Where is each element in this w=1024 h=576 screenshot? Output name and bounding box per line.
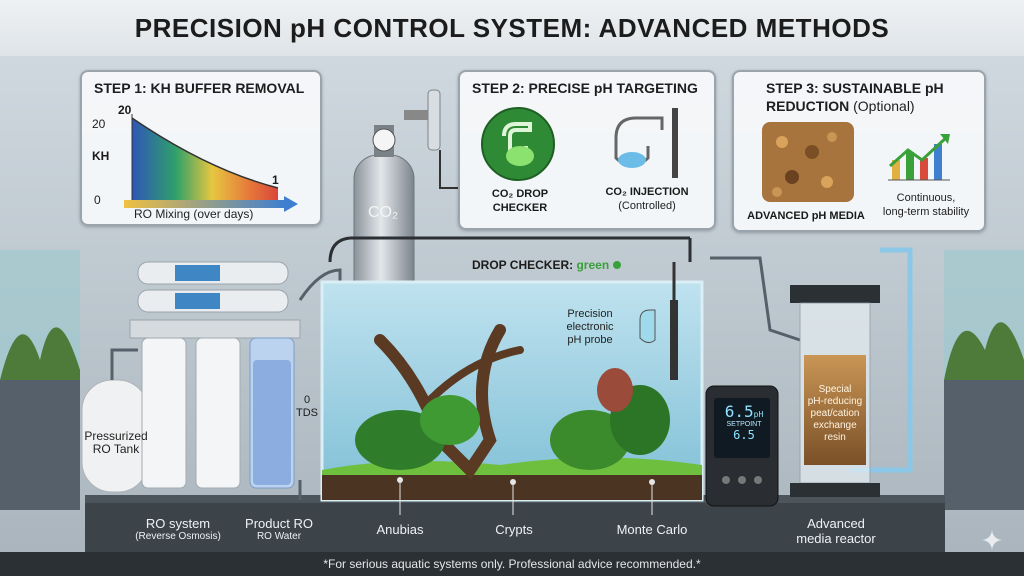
stability-label-1: Continuous, [896,192,956,204]
pressurized-tank-label-line2: RO Tank [92,442,140,456]
step2-panel: STEP 2: PRECISE pH TARGETING CO₂ DROP CH… [458,70,716,230]
pressurized-tank-label: Pressurized RO Tank [66,430,166,456]
ro-system-label: RO system (Reverse Osmosis) [118,516,238,542]
controller-setpoint-label: SETPOINT [726,421,762,428]
pressurized-tank-label-line1: Pressurized [84,429,148,443]
kh-x-label: RO Mixing (over days) [134,207,254,221]
ro-system-label-line1: RO system [145,516,211,531]
ph-media-icon [762,122,854,202]
cabinet [85,500,945,552]
ph-controller [705,385,779,507]
title-bar: PRECISION pH CONTROL SYSTEM: ADVANCED ME… [0,0,1024,56]
co2-injection-icon [614,108,678,178]
controller-reading: 6.5 [724,402,754,421]
drop-checker-label-2: CHECKER [492,202,548,214]
kh-axis-bottom: 0 [94,193,101,207]
co2-injection-label: CO₂ INJECTION [605,186,689,198]
step3-panel: STEP 3: SUSTAINABLE pH REDUCTION (Option… [732,70,986,232]
step3-title-reduction: REDUCTION [766,98,850,114]
controller-unit: pH [753,410,764,419]
reactor-label: Advanced media reactor [786,516,886,546]
reactor-label-line2: media reactor [796,531,876,546]
sparkle-icon [982,530,1002,550]
product-ro-label-line2: RO Water [256,531,302,542]
drop-checker-status-value: green [576,258,610,272]
tds-value: 0 [303,394,311,406]
stability-label-2: long-term stability [882,206,970,218]
page-title: PRECISION pH CONTROL SYSTEM: ADVANCED ME… [134,12,890,43]
monte-carlo-label: Monte Carlo [616,522,688,537]
tds-label: 0 TDS [296,394,318,420]
step1-title: STEP 1: KH BUFFER REMOVAL [94,80,305,96]
kh-decay-area [132,118,278,200]
drop-checker-icon [481,107,555,181]
reactor-label-line1: Advanced [807,516,865,531]
resin-label: Special pH-reducing peat/cation exchange… [806,384,864,444]
probe-label-line3: pH probe [567,334,613,346]
step3-title-line1: STEP 3: SUSTAINABLE pH [766,80,944,96]
kh-axis-top: 20 [92,117,106,131]
step3-title-optional: (Optional) [853,98,915,114]
anubias-label: Anubias [376,522,424,537]
kh-start-value: 20 [118,103,132,117]
probe-label: Precision electronic pH probe [550,308,630,347]
kh-decay-chart [124,114,298,212]
resin-label-line4: exchange [813,420,857,431]
aquarium [320,280,704,502]
product-ro-label: Product RO RO Water [236,516,322,542]
step3-title-line2: REDUCTION (Optional) [766,98,915,114]
resin-label-line3: peat/cation [810,408,860,419]
step2-title: STEP 2: PRECISE pH TARGETING [472,80,698,96]
ro-system-label-line2: (Reverse Osmosis) [135,531,221,542]
resin-label-line2: pH-reducing [807,396,863,407]
media-reactor [790,285,880,497]
product-ro-label-line1: Product RO [245,516,313,531]
tds-unit: TDS [296,407,318,419]
crypts-label: Crypts [495,522,533,537]
step1-panel: STEP 1: KH BUFFER REMOVAL 20 20 KH 0 1 R… [80,70,322,226]
resin-label-line1: Special [818,384,852,395]
probe-label-line2: electronic [566,321,614,333]
footer-disclaimer: *For serious aquatic systems only. Profe… [323,557,701,571]
kh-end-value: 1 [272,173,279,187]
controller-display: 6.5pH SETPOINT 6.5 [720,402,768,442]
ph-probe [670,300,678,380]
green-indicator-icon [612,261,621,269]
ph-media-label: ADVANCED pH MEDIA [747,210,865,222]
co2-tank-label: CO₂ [368,204,399,221]
controller-setpoint-value: 6.5 [733,428,755,442]
probe-label-line1: Precision [567,308,613,320]
drop-checker-label-1: CO₂ DROP [491,188,549,200]
co2-injection-sublabel: (Controlled) [618,200,676,212]
resin-label-line5: resin [824,432,846,443]
kh-axis-label: KH [92,149,110,163]
drop-checker-status: DROP CHECKER: green [472,258,621,272]
drop-checker-status-prefix: DROP CHECKER: [472,258,574,272]
footer-bar: *For serious aquatic systems only. Profe… [0,552,1024,576]
ro-system [129,261,301,489]
stability-chart-icon [888,134,950,181]
